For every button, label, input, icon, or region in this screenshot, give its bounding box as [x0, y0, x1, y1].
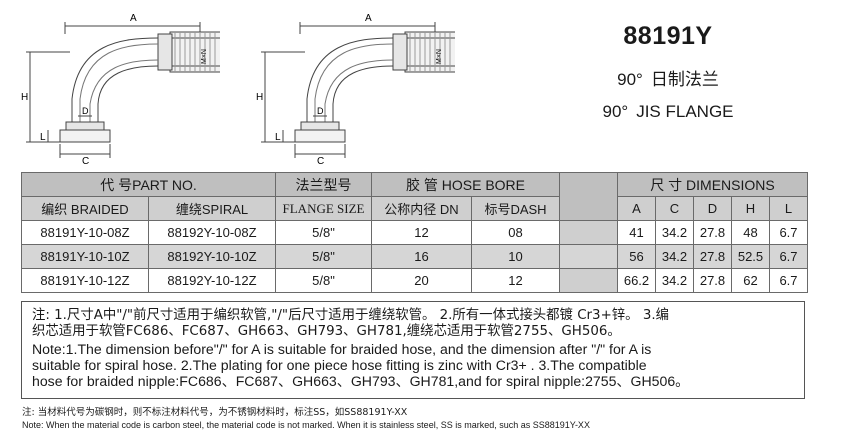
elbow-fitting-diagram: A H L D C M×N	[21, 13, 220, 164]
cell-a: 56	[617, 244, 656, 269]
cell-l: 6.7	[769, 220, 808, 245]
header-blank	[559, 172, 618, 221]
cell-flange: 5/8"	[275, 244, 372, 269]
header-flange-size: FLANGE SIZE	[275, 196, 372, 221]
cell-dash: 08	[471, 220, 560, 245]
cell-spiral: 88192Y-10-10Z	[148, 244, 276, 269]
dimension-c-label: C	[82, 156, 89, 164]
angle-label: 90°	[617, 70, 643, 89]
title-chinese: 90° 日制法兰	[548, 65, 788, 90]
dimension-h-label: H	[256, 92, 263, 103]
cell-h: 62	[731, 268, 770, 293]
cell-l: 6.7	[769, 244, 808, 269]
header-dim-h: H	[731, 196, 770, 221]
cell-c: 34.2	[655, 268, 694, 293]
thread-size-label: M×N	[436, 49, 443, 64]
cell-braided: 88191Y-10-10Z	[21, 244, 149, 269]
cell-flange: 5/8"	[275, 220, 372, 245]
cell-braided: 88191Y-10-12Z	[21, 268, 149, 293]
header-spiral: 缠绕SPIRAL	[148, 196, 276, 221]
table-row: 88191Y-10-12Z 88192Y-10-12Z 5/8" 20 12 6…	[21, 268, 808, 293]
footnote: 注: 当材料代号为碳钢时，则不标注材料代号，为不锈钢材料时，标注SS，如SS88…	[22, 407, 822, 431]
dimension-d-label: D	[317, 106, 324, 116]
header-dimensions: 尺 寸 DIMENSIONS	[617, 172, 808, 197]
model-number: 88191Y	[623, 22, 713, 50]
cell-a: 66.2	[617, 268, 656, 293]
header-part-no: 代 号PART NO.	[21, 172, 276, 197]
dimension-l-label: L	[40, 132, 46, 143]
cell-h: 48	[731, 220, 770, 245]
header-flange-type: 法兰型号	[275, 172, 372, 197]
fitting-drawing-left: A H L D C M×N	[20, 4, 220, 164]
note-en-line-1: Note:1.The dimension before"/" for A is …	[32, 340, 652, 357]
note-cn-line-2: 织芯适用于软管FC686、FC687、GH663、GH793、GH781,缠绕芯…	[32, 324, 621, 340]
title-chinese-text: 日制法兰	[650, 70, 719, 90]
header-dim-c: C	[655, 196, 694, 221]
header-dim-a: A	[617, 196, 656, 221]
cell-d: 27.8	[693, 220, 732, 245]
header-dn: 公称内径 DN	[371, 196, 472, 221]
header-dim-d: D	[693, 196, 732, 221]
cell-dash: 10	[471, 244, 560, 269]
cell-dn: 16	[371, 244, 472, 269]
angle-label: 90°	[602, 102, 629, 121]
cell-d: 27.8	[693, 268, 732, 293]
cell-braided: 88191Y-10-08Z	[21, 220, 149, 245]
cell-blank	[559, 244, 618, 269]
header-dash: 标号DASH	[471, 196, 560, 221]
table-row: 88191Y-10-08Z 88192Y-10-08Z 5/8" 12 08 4…	[21, 220, 808, 245]
cell-c: 34.2	[655, 220, 694, 245]
cell-dn: 20	[371, 268, 472, 293]
title-english: 90° JIS FLANGE	[548, 102, 788, 122]
table-header-row: 代 号PART NO. 法兰型号 胶 管 HOSE BORE 尺 寸 DIMEN…	[21, 172, 808, 221]
spec-table: 代 号PART NO. 法兰型号 胶 管 HOSE BORE 尺 寸 DIMEN…	[21, 172, 808, 293]
fitting-drawing-right: A H L D C M×N	[255, 4, 455, 164]
cell-flange: 5/8"	[275, 268, 372, 293]
note-en-line-2: suitable for spiral hose. 2.The plating …	[32, 356, 647, 373]
cell-dash: 12	[471, 268, 560, 293]
dimension-a-label: A	[130, 13, 137, 24]
table-row: 88191Y-10-10Z 88192Y-10-10Z 5/8" 16 10 5…	[21, 244, 808, 269]
dimension-d-label: D	[82, 106, 89, 116]
notes-box: 注: 1.尺寸A中"/"前尺寸适用于编织软管,"/"后尺寸适用于缠绕软管。 2.…	[21, 301, 805, 399]
cell-spiral: 88192Y-10-12Z	[148, 268, 276, 293]
cell-l: 6.7	[769, 268, 808, 293]
cell-a: 41	[617, 220, 656, 245]
cell-h: 52.5	[731, 244, 770, 269]
footnote-cn: 注: 当材料代号为碳钢时，则不标注材料代号，为不锈钢材料时，标注SS，如SS88…	[22, 407, 408, 418]
dimension-l-label: L	[275, 132, 281, 143]
thread-size-label: M×N	[201, 49, 208, 64]
header-braided: 编织 BRAIDED	[21, 196, 149, 221]
cell-spiral: 88192Y-10-08Z	[148, 220, 276, 245]
header-hose-bore: 胶 管 HOSE BORE	[371, 172, 560, 197]
dimension-a-label: A	[365, 13, 372, 24]
note-en-line-3: hose for braided nipple:FC686、FC687、GH66…	[32, 373, 690, 390]
dimension-h-label: H	[21, 92, 28, 103]
cell-blank	[559, 220, 618, 245]
table-subheader-row: 编织 BRAIDED 缠绕SPIRAL FLANGE SIZE 公称内径 DN …	[21, 196, 808, 221]
cell-d: 27.8	[693, 244, 732, 269]
cell-c: 34.2	[655, 244, 694, 269]
cell-dn: 12	[371, 220, 472, 245]
dimension-c-label: C	[317, 156, 324, 164]
cell-blank	[559, 268, 618, 293]
header-dim-l: L	[769, 196, 808, 221]
title-english-text: JIS FLANGE	[636, 102, 734, 121]
title-block: 88191Y 90° 日制法兰 90° JIS FLANGE	[548, 22, 788, 122]
footnote-en: Note: When the material code is carbon s…	[22, 420, 590, 430]
note-cn-line-1: 注: 1.尺寸A中"/"前尺寸适用于编织软管,"/"后尺寸适用于缠绕软管。 2.…	[32, 308, 669, 323]
elbow-fitting-spiral-diagram: A H L D C M×N	[256, 13, 455, 164]
